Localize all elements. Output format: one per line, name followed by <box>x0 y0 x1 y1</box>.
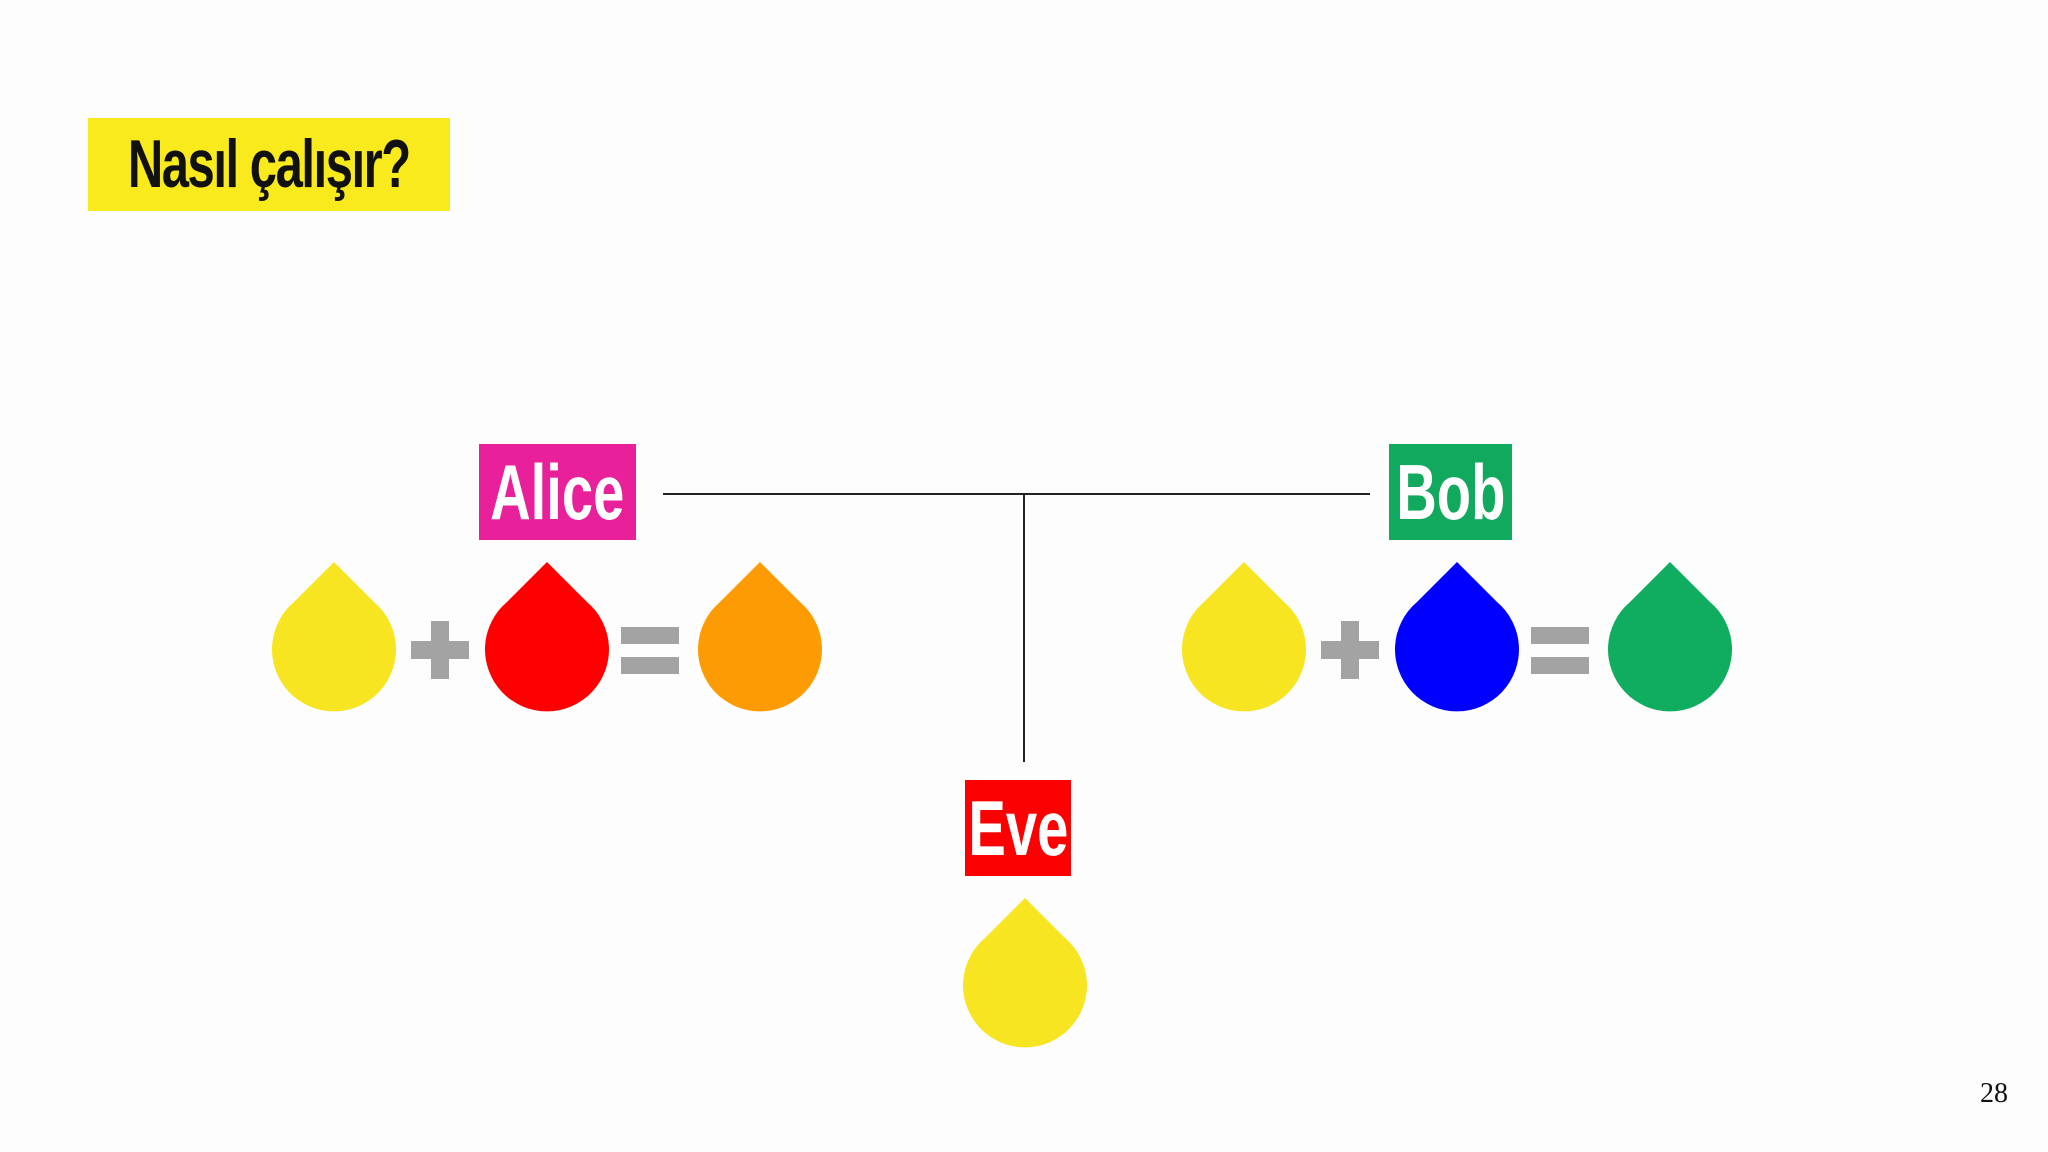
alice-equation <box>272 562 822 712</box>
slide-title: Nasıl çalışır? <box>88 118 450 211</box>
plus-icon <box>411 621 469 679</box>
orange-drop-icon <box>698 562 822 712</box>
eve-label-text: Eve <box>968 783 1068 872</box>
equals-icon <box>1531 627 1589 674</box>
bob-equation <box>1182 562 1732 712</box>
slide-title-text: Nasıl çalışır? <box>128 126 411 202</box>
alice-label-text: Alice <box>490 447 625 536</box>
yellow-drop-icon <box>1182 562 1306 712</box>
yellow-drop-icon <box>272 562 396 712</box>
bob-label-text: Bob <box>1395 447 1506 536</box>
green-drop-icon <box>1608 562 1732 712</box>
red-drop-icon <box>485 562 609 712</box>
yellow-drop-icon <box>963 898 1087 1048</box>
bob-label: Bob <box>1389 444 1512 540</box>
blue-drop-icon <box>1395 562 1519 712</box>
plus-icon <box>1321 621 1379 679</box>
equals-icon <box>621 627 679 674</box>
eve-label: Eve <box>965 780 1071 876</box>
page-number: 28 <box>1980 1078 2008 1109</box>
eve-drops <box>963 898 1087 1048</box>
alice-label: Alice <box>479 444 636 540</box>
